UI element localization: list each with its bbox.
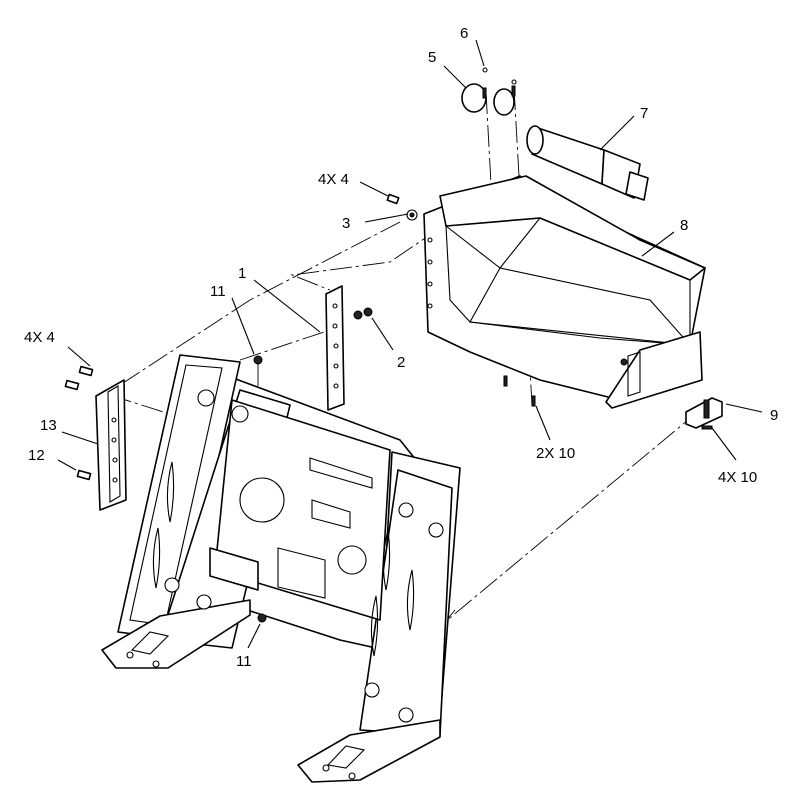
callout-6: 6	[460, 25, 468, 42]
washer-3	[406, 209, 418, 221]
callout-10-latch: 4X 10	[718, 469, 757, 486]
callout-12: 12	[28, 447, 45, 464]
nuts-2	[353, 307, 373, 320]
leader-lines	[57, 39, 763, 649]
bolt-4	[386, 193, 400, 205]
callout-13: 13	[40, 417, 57, 434]
tray-8	[423, 175, 706, 409]
callout-4-upper: 4X 4	[318, 171, 349, 188]
bolts-12	[64, 365, 94, 481]
plate-1	[325, 285, 345, 411]
side-plate-13	[95, 379, 127, 511]
callout-8: 8	[680, 217, 688, 234]
callout-11-upper: 11	[210, 283, 226, 300]
callout-10-tray: 2X 10	[536, 445, 575, 462]
callout-5: 5	[428, 49, 436, 66]
main-frame-assembly	[101, 354, 461, 783]
end-caps-5	[461, 83, 516, 116]
cylinder-7	[526, 125, 649, 201]
screws-6	[482, 67, 517, 85]
callout-11-lower: 11	[236, 653, 252, 670]
callout-3: 3	[342, 215, 350, 232]
callout-9: 9	[770, 407, 778, 424]
callout-1: 1	[238, 265, 246, 282]
callout-4-left: 4X 4	[24, 329, 55, 346]
latch-9	[685, 397, 723, 429]
callout-7: 7	[640, 105, 648, 122]
nut-11-upper	[253, 355, 263, 365]
callout-2: 2	[397, 354, 405, 371]
callout-labels: 1 2 3 4X 4 4X 4 5 6 7 8 9 2X 10 4X 10 11…	[24, 25, 778, 670]
nut-11-lower	[257, 613, 267, 623]
